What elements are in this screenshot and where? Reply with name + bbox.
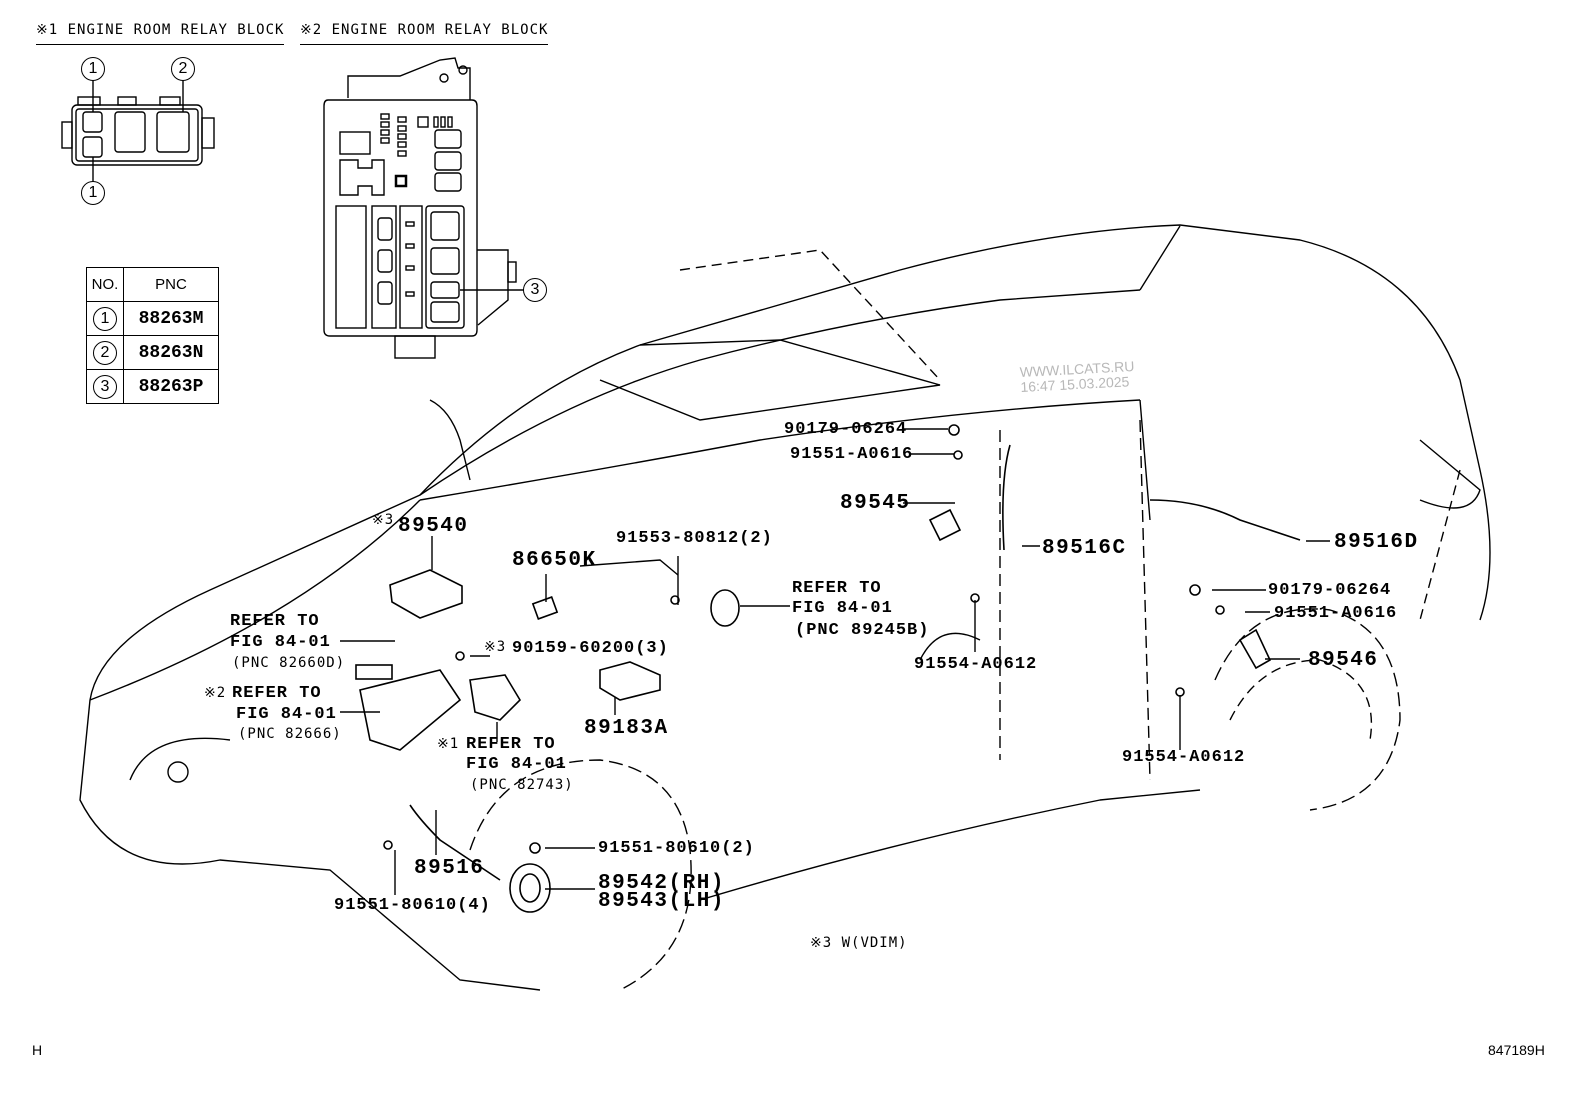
table-row: 3 88263P [86,369,219,404]
watermark: WWW.ILCATS.RU 16:47 15.03.2025 [1019,358,1135,395]
note-mark-82666: ※2 [204,685,227,701]
relay-block-1 [61,79,215,183]
note-mark-82743: ※1 [437,736,460,752]
refer-fig-link[interactable]: FIG 84-01 [466,755,567,774]
refer-to-label: REFER TO [230,612,320,631]
sensor-89183A [599,661,661,701]
pnc-table-header: NO. PNC [86,267,219,302]
actuator-89540 [389,569,463,619]
harness-89516D [1149,499,1301,541]
part-label-89540[interactable]: 89540 [398,515,469,538]
refer-pnc-82743[interactable]: (PNC 82743) [470,777,574,793]
relay-block-2-glyph [359,669,462,751]
sensor-rotor-89542 [509,863,551,913]
part-label-86650K[interactable]: 86650K [512,549,597,572]
harness-89516C [1002,444,1011,551]
part-label-91551-A0616-front[interactable]: 91551-A0616 [790,445,914,464]
car-outline [79,224,1491,991]
part-label-91551-80610-2[interactable]: 91551-80610(2) [598,839,755,858]
refer-pnc-89245B[interactable]: (PNC 89245B) [795,621,930,640]
refer-to-label: REFER TO [792,579,882,598]
part-label-90159-60200[interactable]: 90159-60200(3) [512,639,669,658]
relay-block-2-title: ※2 ENGINE ROOM RELAY BLOCK [300,22,549,45]
callout-3: 3 [523,278,547,302]
part-label-89542[interactable]: 89542(RH) [598,872,725,895]
part-label-91551-80610-4[interactable]: 91551-80610(4) [334,896,491,915]
sensor-86650K [531,596,559,620]
table-row: 2 88263N [86,335,219,370]
figure-number: 847189H [1488,1042,1545,1058]
part-label-91554-A0612-rear[interactable]: 91554-A0612 [1122,748,1246,767]
part-label-91553-80812[interactable]: 91553-80812(2) [616,529,773,548]
component-glyphs [355,424,1301,913]
sensor-89545 [928,508,962,542]
table-row: 1 88263M [86,301,219,336]
steering-sensor [710,589,740,627]
vdim-note: ※3 W(VDIM) [810,935,908,951]
col-no-header: NO. [86,267,124,302]
refer-pnc-82666[interactable]: (PNC 82666) [238,726,342,742]
note-mark-89540: ※3 [372,512,395,528]
connector-82660D [355,664,393,680]
part-label-89545[interactable]: 89545 [840,492,911,515]
callout-2-top: 2 [171,57,195,81]
leader-lines [340,428,1330,895]
relay-block-1-glyph [469,674,522,721]
callout-1-bottom: 1 [81,181,105,205]
row-pnc[interactable]: 88263N [123,335,219,370]
part-label-91554-A0612-front[interactable]: 91554-A0612 [914,655,1038,674]
part-label-91551-A0616-rear[interactable]: 91551-A0616 [1274,604,1398,623]
callout-1-top: 1 [81,57,105,81]
note-mark-90159: ※3 [484,639,507,655]
pnc-table: NO. PNC 1 88263M 2 88263N 3 88263P [86,267,219,404]
relay-block-2 [323,57,525,359]
footer-left-code: H [32,1042,43,1058]
part-label-90179-06264-front[interactable]: 90179-06264 [784,420,908,439]
part-label-90179-06264-rear[interactable]: 90179-06264 [1268,581,1392,600]
part-label-89543[interactable]: 89543(LH) [598,890,725,913]
part-label-89516[interactable]: 89516 [414,857,485,880]
refer-fig-link[interactable]: FIG 84-01 [792,599,893,618]
row-no: 2 [93,340,117,365]
refer-pnc-82660D[interactable]: (PNC 82660D) [232,655,346,671]
refer-fig-link[interactable]: FIG 84-01 [230,633,331,652]
row-no: 1 [93,306,117,331]
refer-to-label: REFER TO [466,735,556,754]
refer-fig-link[interactable]: FIG 84-01 [236,705,337,724]
sensor-89546 [1238,628,1272,670]
col-pnc-header: PNC [123,267,219,302]
row-pnc[interactable]: 88263P [123,369,219,404]
harness-89516 [409,804,501,881]
part-label-89183A[interactable]: 89183A [584,717,669,740]
refer-to-label: REFER TO [232,684,322,703]
row-pnc[interactable]: 88263M [123,301,219,336]
row-no: 3 [93,374,117,399]
part-label-89516D[interactable]: 89516D [1334,531,1419,554]
part-label-89516C[interactable]: 89516C [1042,537,1127,560]
part-label-89546[interactable]: 89546 [1308,649,1379,672]
relay-block-1-title: ※1 ENGINE ROOM RELAY BLOCK [36,22,285,45]
